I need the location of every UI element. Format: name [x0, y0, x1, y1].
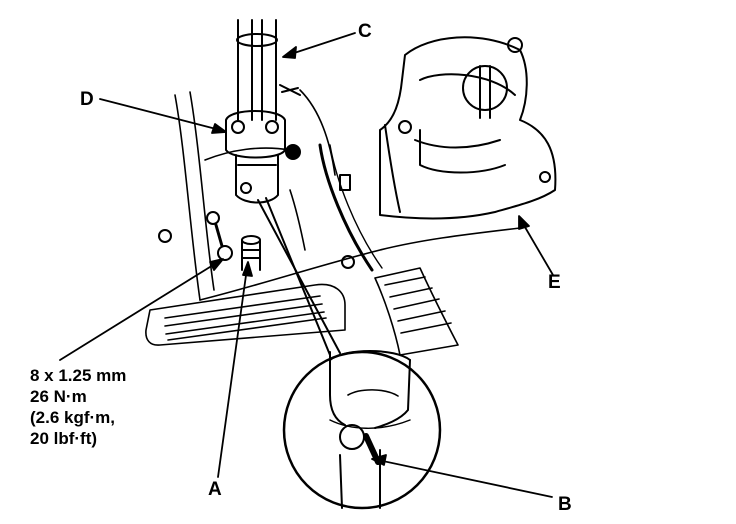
bolt-size: 8 x 1.25 mm	[30, 366, 127, 385]
accelerator-pedal	[318, 143, 459, 356]
arrow-torque	[59, 261, 219, 361]
arrow-d	[99, 98, 221, 131]
floor-mat	[145, 283, 346, 346]
universal-joint	[225, 110, 301, 204]
torque-nm: 26 N·m	[30, 387, 87, 406]
pinion-shaft	[158, 174, 355, 271]
arrow-a	[217, 267, 248, 478]
callout-e: E	[548, 272, 561, 293]
steering-column-shaft	[236, 19, 301, 121]
callout-a: A	[208, 479, 222, 500]
torque-lbf: 20 lbf·ft)	[30, 429, 98, 448]
arrow-c	[287, 32, 356, 56]
callout-arrows	[59, 32, 554, 498]
arrow-e	[521, 221, 554, 276]
callout-b: B	[558, 494, 572, 515]
callout-c: C	[358, 21, 372, 42]
torque-spec: 8 x 1.25 mm 26 N·m (2.6 kgf·m, 20 lbf·ft…	[30, 365, 126, 449]
floor-panel	[174, 89, 521, 301]
callout-d: D	[80, 89, 94, 110]
steering-joint-cover	[379, 36, 557, 220]
detail-magnifier	[282, 350, 442, 510]
arrow-b	[377, 459, 553, 498]
torque-kgf: (2.6 kgf·m,	[30, 408, 116, 427]
detail-leader-lines	[257, 197, 341, 356]
